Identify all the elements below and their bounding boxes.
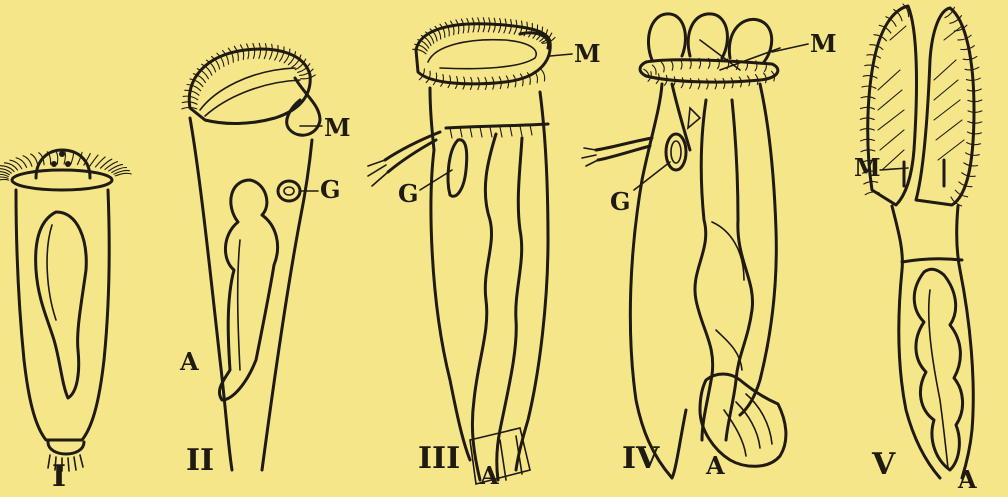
figure-II-gut (219, 180, 277, 400)
cilium (240, 45, 243, 60)
cilium (185, 90, 199, 95)
cilium (715, 79, 717, 89)
cilium (247, 44, 249, 59)
figure-I-corona (0, 150, 131, 190)
figure-II: M G A II (179, 43, 351, 478)
figure-II-body (190, 118, 312, 470)
cilium (31, 154, 38, 165)
figure-I-numeral: I (52, 459, 66, 494)
figure-III: M G III A (368, 18, 601, 490)
figure-IV-label-G: G (610, 187, 631, 216)
cilium (228, 48, 233, 62)
figure-V-gut (914, 269, 962, 470)
figure-II-label-A: A (179, 347, 199, 376)
figure-IV-corona (640, 14, 780, 89)
cilium (23, 156, 32, 167)
figure-V-label-A: A (957, 465, 977, 494)
cilium (234, 46, 238, 60)
figure-III-gut (472, 134, 522, 480)
figure-III-gland (448, 140, 467, 196)
figure-IV: M G IV A (582, 14, 837, 480)
figure-V: M V A (854, 4, 982, 494)
cilium (681, 78, 683, 88)
cilium (0, 179, 9, 182)
cilium (259, 43, 261, 58)
cilium (0, 177, 8, 179)
cilium (71, 152, 74, 165)
figure-I-gut (36, 212, 87, 398)
figure-II-gland (278, 181, 300, 201)
cilium (707, 79, 709, 89)
figure-III-label-M: M (574, 39, 601, 68)
cilium (16, 158, 26, 168)
figure-V-label-M: M (854, 153, 881, 182)
figure-III-numeral: III (418, 441, 460, 476)
figure-II-corona (182, 43, 320, 135)
cilium (461, 19, 464, 33)
cilium (100, 159, 111, 168)
cilium (541, 69, 544, 81)
figure-IV-label-M: M (810, 29, 837, 58)
cilium (270, 44, 273, 59)
figure-III-body (430, 88, 548, 470)
figure-II-numeral: II (186, 443, 214, 478)
figure-I-body (16, 190, 109, 440)
figure-IV-numeral: IV (622, 441, 660, 476)
cilium (652, 65, 656, 74)
cilium (671, 60, 673, 70)
cilium (280, 47, 285, 61)
figure-III-label-A: A (479, 461, 499, 490)
figure-V-numeral: V (871, 447, 896, 482)
cilium (253, 43, 255, 58)
figure-I-foot (48, 442, 84, 454)
cilium (275, 45, 279, 60)
figure-III-label-G: G (398, 179, 419, 208)
cilium (456, 20, 459, 34)
figure-IV-label-A: A (705, 451, 725, 480)
cilium (0, 174, 8, 176)
figure-III-corona (413, 18, 555, 90)
cilium (661, 62, 664, 72)
cilium (264, 44, 266, 59)
figure-II-label-M: M (324, 113, 351, 142)
cilium (451, 21, 454, 35)
figure-IV-gland (666, 134, 686, 170)
cilium (699, 58, 701, 68)
cilium (445, 22, 449, 35)
cilium (115, 173, 131, 176)
cilium (90, 155, 98, 166)
figure-II-label-G: G (320, 175, 341, 204)
figure-I: I (0, 150, 131, 494)
